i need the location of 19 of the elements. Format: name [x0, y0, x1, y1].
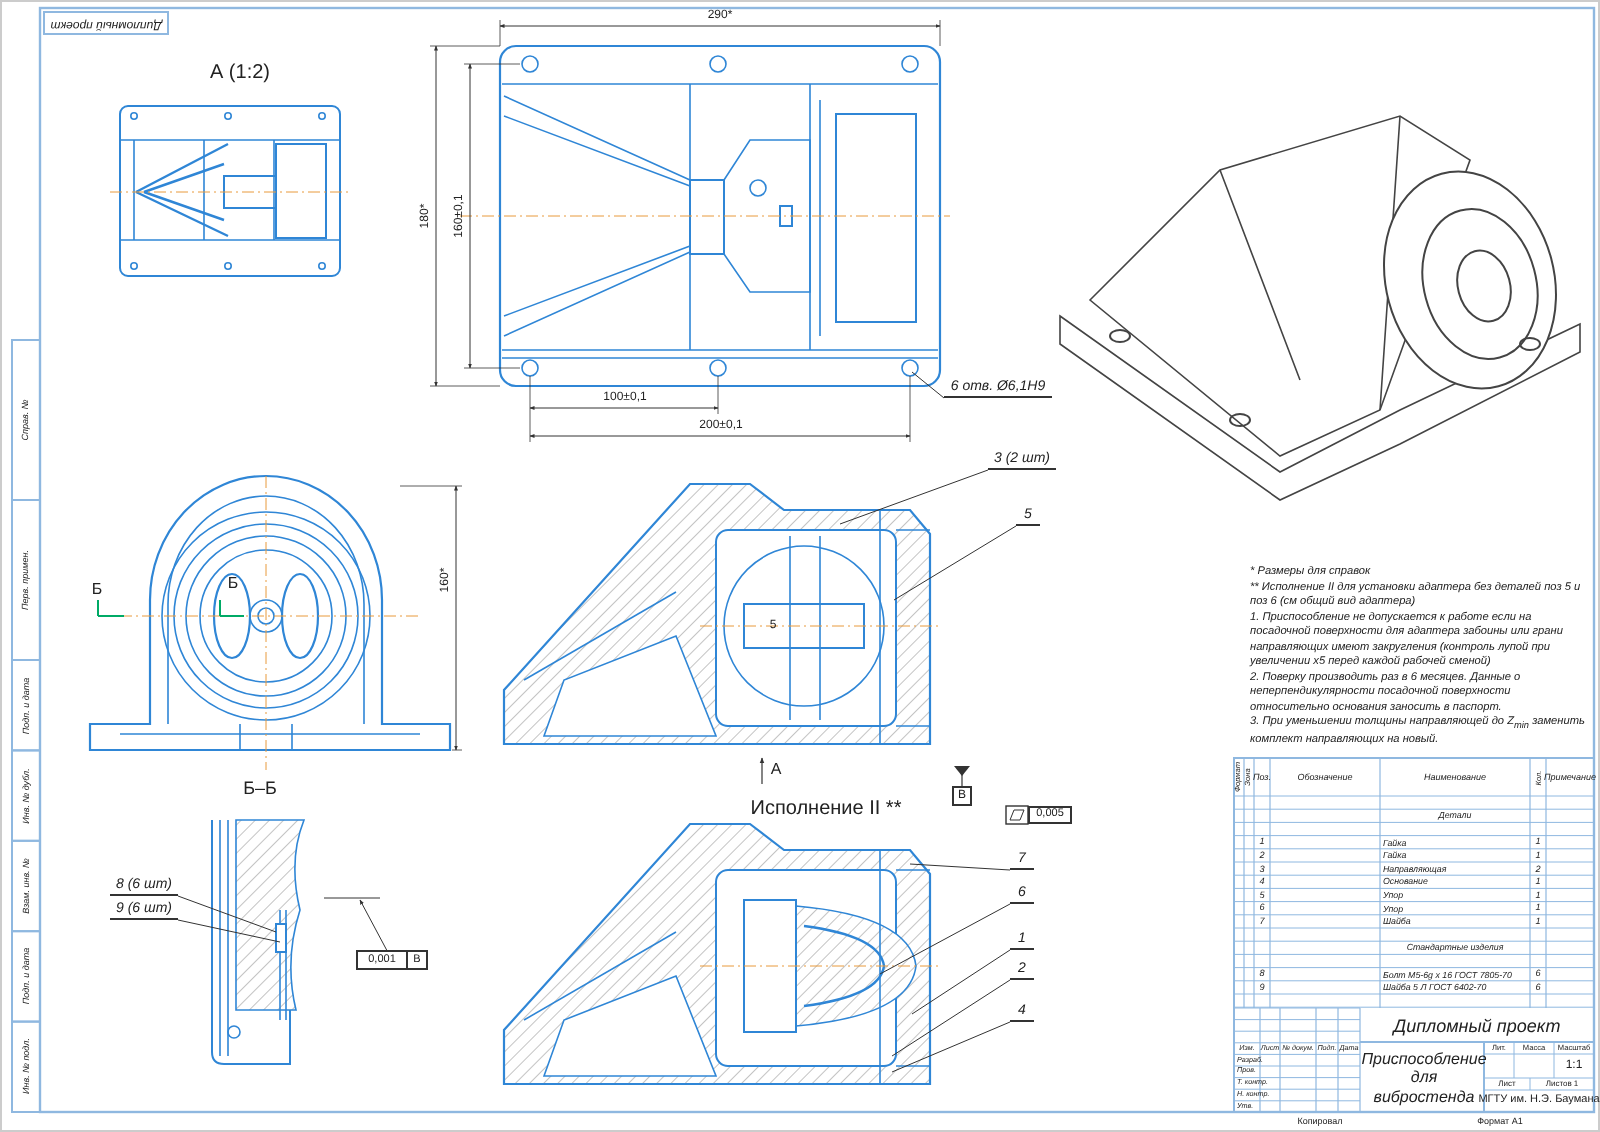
- leader-line: [911, 371, 945, 399]
- view-label: А: [768, 760, 784, 780]
- leader-line: [893, 525, 1017, 601]
- leader-line: [177, 919, 281, 943]
- view-label: Б–Б: [241, 776, 279, 800]
- tolerance-frame: [356, 950, 428, 970]
- view-label: А (1:2): [207, 60, 272, 86]
- leader-line: [891, 979, 1011, 1057]
- leader-line: [891, 1021, 1011, 1073]
- section-label: Б: [225, 574, 241, 594]
- title-text: Дипломный проект: [1390, 1013, 1563, 1040]
- leader-line: [359, 899, 388, 951]
- view-label: Исполнение II **: [748, 796, 904, 822]
- leader-line: [879, 903, 1011, 975]
- section-label: Б: [89, 580, 105, 600]
- leader-line: [839, 469, 989, 525]
- leader-line: [177, 895, 277, 933]
- leader-line: [909, 863, 1011, 871]
- leader-line: [911, 949, 1011, 1015]
